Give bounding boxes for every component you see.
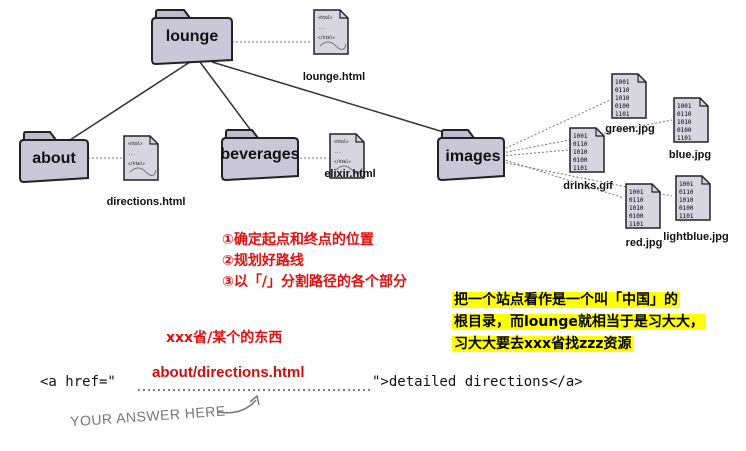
steps-list: ①确定起点和终点的位置 ②规划好路线 ③以「/」分割路径的各个部分	[222, 230, 407, 293]
file-green-jpg: green.jpg	[605, 73, 655, 135]
tree-connectors	[69, 41, 673, 199]
file-lounge-html: lounge.html	[303, 9, 365, 83]
code-prefix: <a href="	[40, 374, 116, 390]
svg-text:lightblue.jpg: lightblue.jpg	[663, 231, 728, 243]
note-line-3: 习大大要去xxx省找zzz资源	[452, 336, 634, 352]
folder-label-lounge: lounge	[166, 28, 219, 45]
svg-text:red.jpg: red.jpg	[626, 237, 663, 249]
svg-text:lounge.html: lounge.html	[303, 71, 365, 83]
file-blue-jpg: blue.jpg	[669, 97, 711, 161]
svg-text:blue.jpg: blue.jpg	[669, 149, 711, 161]
note-line-1: 把一个站点看作是一个叫「中国」的	[452, 292, 680, 308]
folder-images: images	[437, 129, 505, 182]
code-suffix: ">detailed directions</a>	[372, 374, 583, 390]
hint-label: xxx省/某个的东西	[166, 330, 283, 346]
folder-lounge: lounge	[151, 9, 233, 66]
svg-text:green.jpg: green.jpg	[605, 123, 655, 135]
step-3: ③以「/」分割路径的各个部分	[222, 274, 407, 290]
svg-text:directions.html: directions.html	[107, 196, 186, 208]
file-drinks-gif: drinks.gif	[563, 127, 613, 192]
arrow-head-icon	[249, 394, 260, 406]
svg-text:drinks.gif: drinks.gif	[563, 180, 613, 192]
folder-label-about: about	[32, 150, 76, 167]
file-red-jpg: red.jpg	[625, 183, 663, 249]
folder-label-beverages: beverages	[220, 146, 299, 163]
file-directions-html: directions.html	[107, 135, 186, 208]
file-lightblue-jpg: lightblue.jpg	[663, 175, 729, 243]
folder-about: about	[19, 131, 89, 184]
note-line-2: 根目录，而lounge就相当于是习大大，	[452, 314, 706, 330]
step-1: ①确定起点和终点的位置	[222, 232, 374, 248]
file-elixir-html: elixir.html	[324, 133, 376, 180]
step-2: ②规划好路线	[222, 253, 304, 269]
folder-label-images: images	[445, 148, 500, 165]
arrow-icon	[217, 399, 257, 414]
answer-text: about/directions.html	[152, 364, 305, 381]
svg-text:elixir.html: elixir.html	[324, 168, 375, 180]
folder-beverages: beverages	[220, 129, 300, 182]
yellow-note: 把一个站点看作是一个叫「中国」的 根目录，而lounge就相当于是习大大， 习大…	[452, 289, 742, 355]
